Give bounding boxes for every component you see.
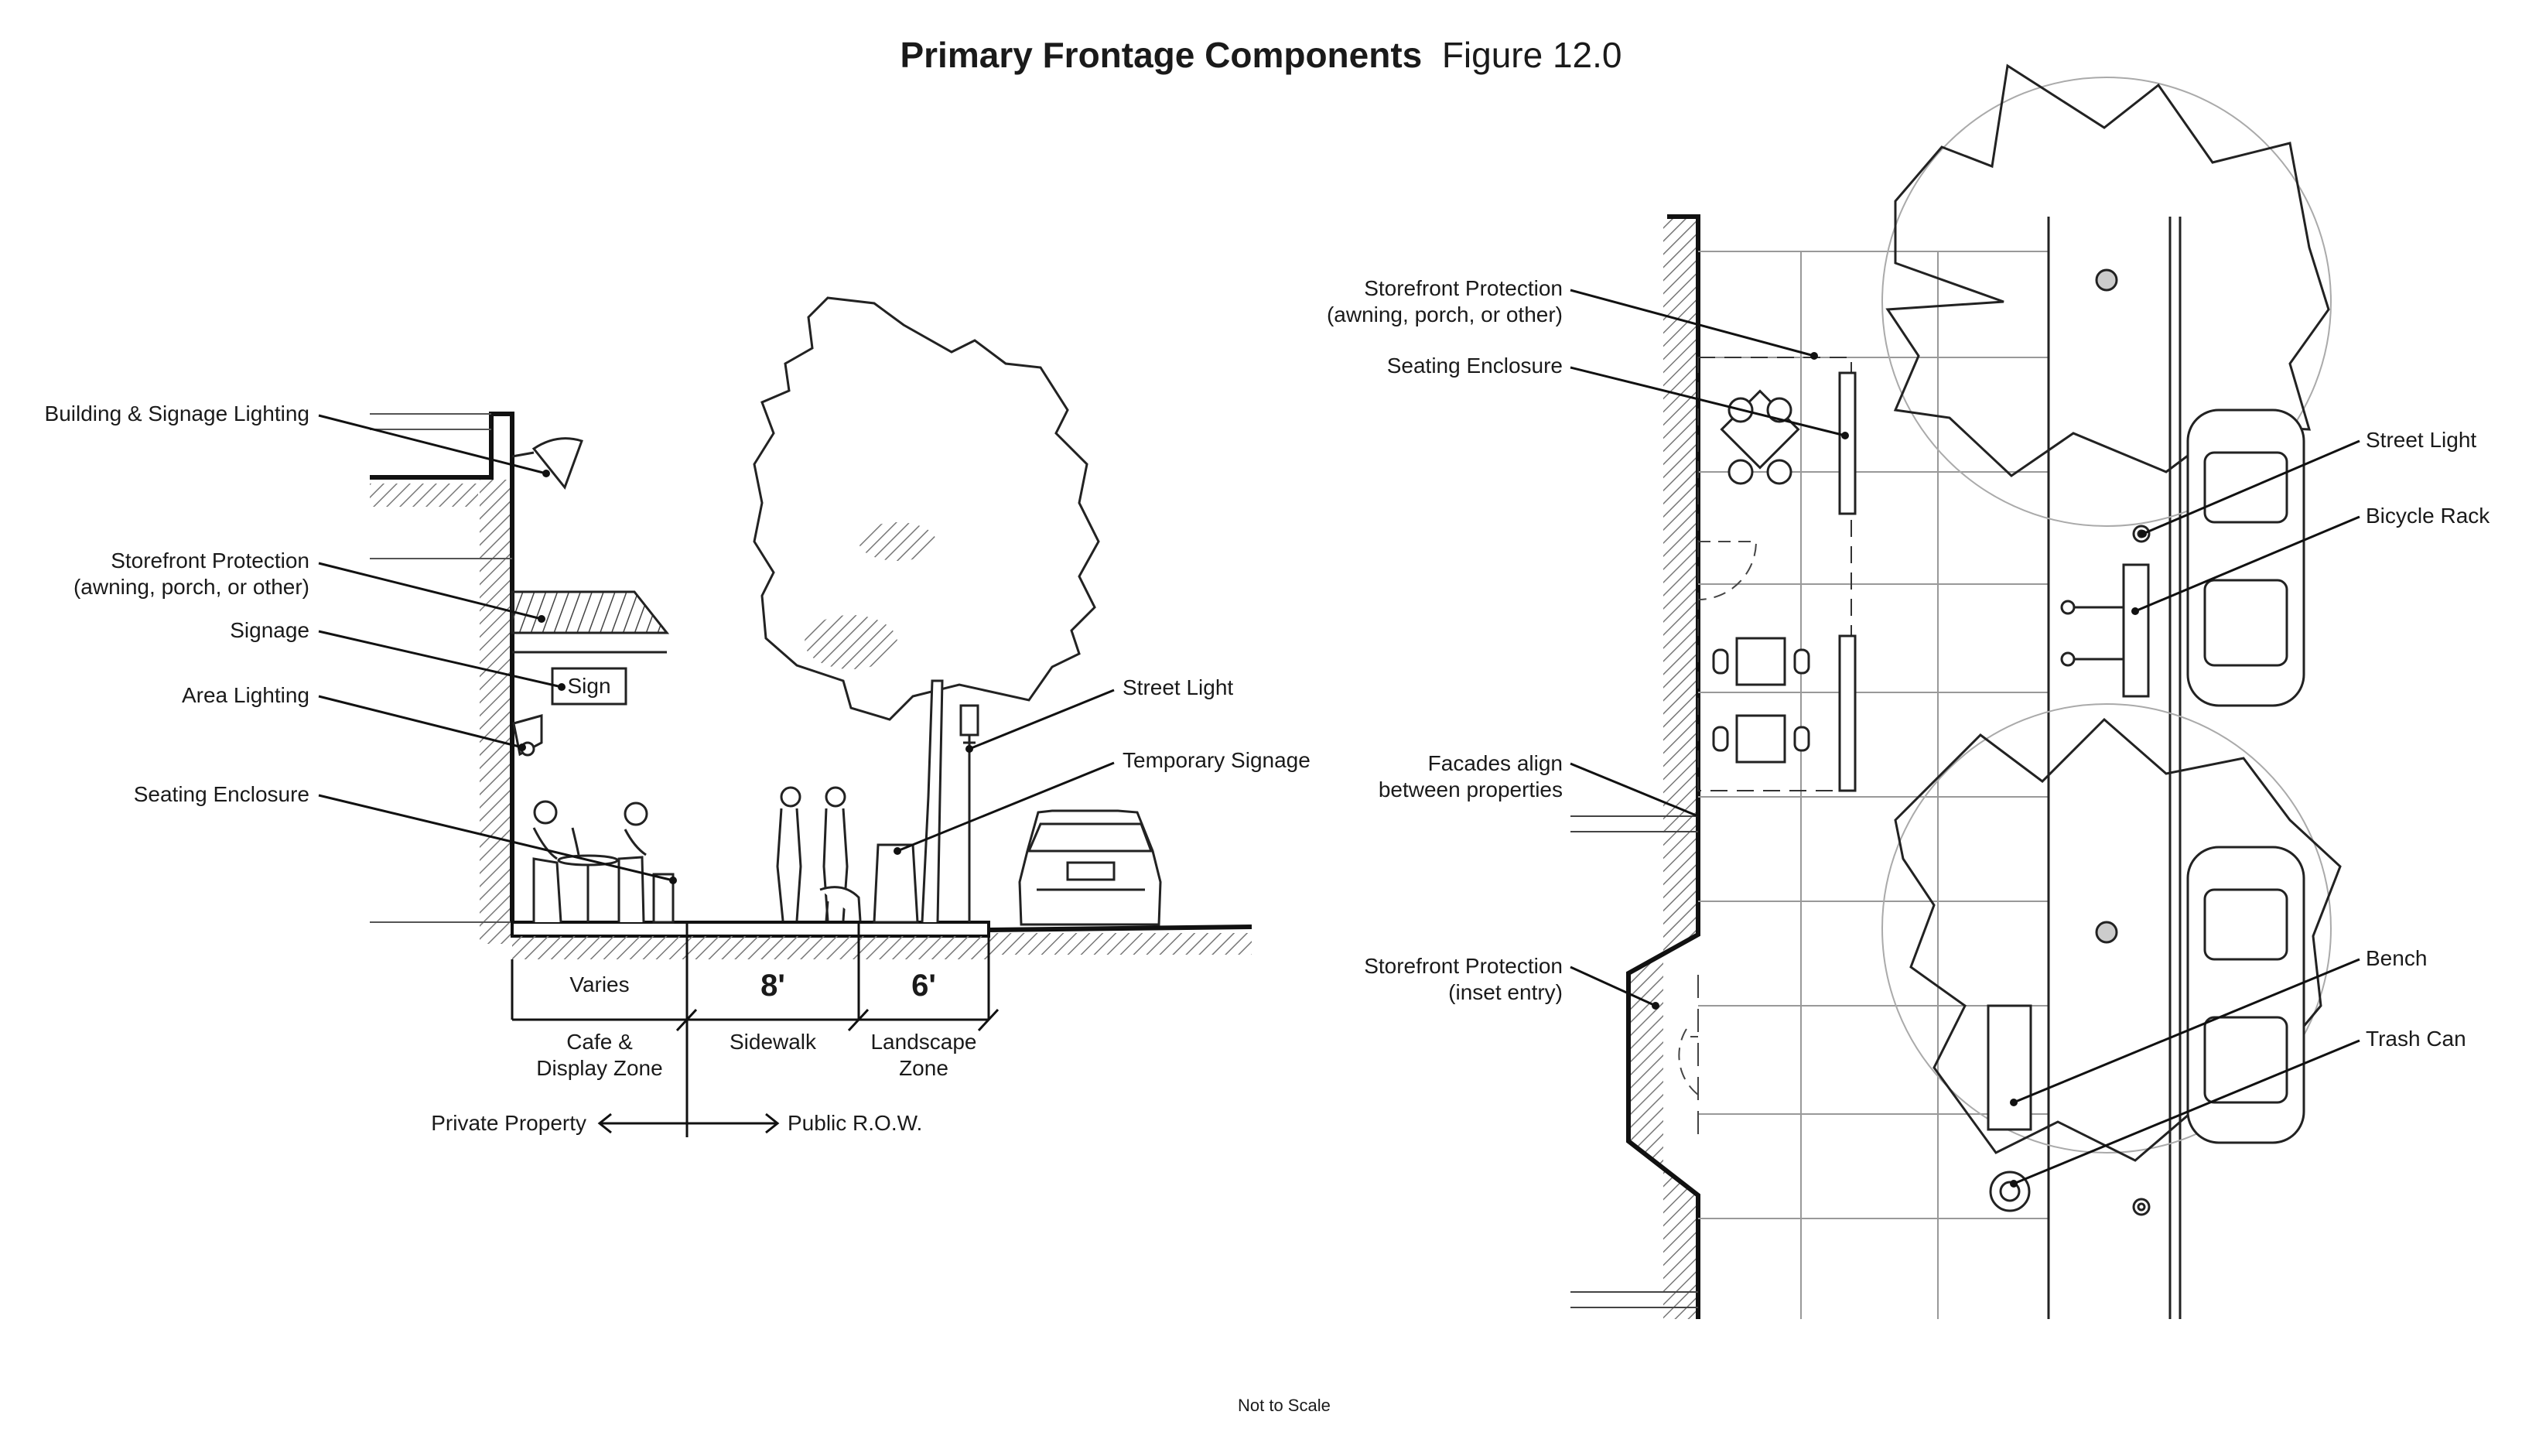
zone-landscape-width: 6' [911,969,936,1003]
plan-parked-cars [2186,408,2305,1144]
label-temporary-signage: Temporary Signage [1123,748,1311,772]
label-building-signage-lighting: Building & Signage Lighting [44,402,309,426]
title-main: Primary Frontage Components [900,35,1423,75]
zone-cafe-line1: Cafe & [566,1030,633,1054]
zone-cafe-line2: Display Zone [536,1056,663,1080]
section-view [318,296,1252,1137]
plan-label-facades-line2: between properties [1378,778,1563,801]
zone-sidewalk-width: 8' [760,969,785,1003]
plan-street-furniture [1987,268,2151,1216]
figure-title: Primary Frontage Components Figure 12.0 [0,34,2522,76]
label-private-property: Private Property [431,1111,586,1135]
sign-text: Sign [567,674,611,698]
title-figure-number: Figure 12.0 [1441,35,1622,75]
label-storefront-protection-line2: (awning, porch, or other) [73,575,309,599]
plan-label-trash-can: Trash Can [2366,1027,2466,1051]
zone-varies: Varies [569,972,630,996]
plan-cafe-enclosure [1678,357,1857,1137]
plan-label-seating-enclosure: Seating Enclosure [1386,354,1563,378]
ground-section [511,921,1252,959]
zone-dimension-lines [511,922,1000,1137]
plan-building-edge [1570,214,1700,1319]
plan-label-inset-entry-line1: Storefront Protection [1364,954,1563,978]
plan-sidewalk-grid [1698,251,2049,1319]
building-light-fixture [511,437,583,490]
label-seating-enclosure: Seating Enclosure [133,782,309,806]
section-leader-lines [318,414,1115,882]
plan-label-bench: Bench [2366,946,2428,970]
label-storefront-protection-line1: Storefront Protection [111,549,309,572]
label-public-row: Public R.O.W. [788,1111,923,1135]
zone-sidewalk: Sidewalk [729,1030,817,1054]
plan-label-storefront-protection-line1: Storefront Protection [1364,276,1563,300]
pedestrians [776,786,862,921]
sandwich-board-sign [873,843,919,924]
section-leader-dots [518,470,973,884]
area-light-fixture [512,714,543,757]
zone-landscape-line1: Landscape [870,1030,977,1054]
label-area-lighting: Area Lighting [181,683,309,707]
tree-section [753,296,1100,923]
building-wall [370,412,514,944]
label-street-light-section: Street Light [1123,675,1234,699]
plan-leader-lines [1570,289,2360,1185]
label-signage: Signage [230,618,309,642]
plan-label-street-light: Street Light [2366,428,2477,452]
zone-landscape-line2: Zone [899,1056,948,1080]
plan-curb-lines [2047,217,2182,1319]
street-light-section [959,704,979,922]
awning [511,590,670,654]
plan-label-bicycle-rack: Bicycle Rack [2366,504,2490,528]
plan-label-facades-line1: Facades align [1427,751,1563,775]
scale-note: Not to Scale [1238,1396,1331,1415]
plan-label-storefront-protection-line2: (awning, porch, or other) [1326,302,1563,326]
plan-view [1570,63,2360,1319]
cafe-seating [532,800,675,924]
plan-label-inset-entry-line2: (inset entry) [1448,980,1563,1004]
car-section [1018,809,1162,926]
plan-leader-dots [1652,352,2147,1188]
